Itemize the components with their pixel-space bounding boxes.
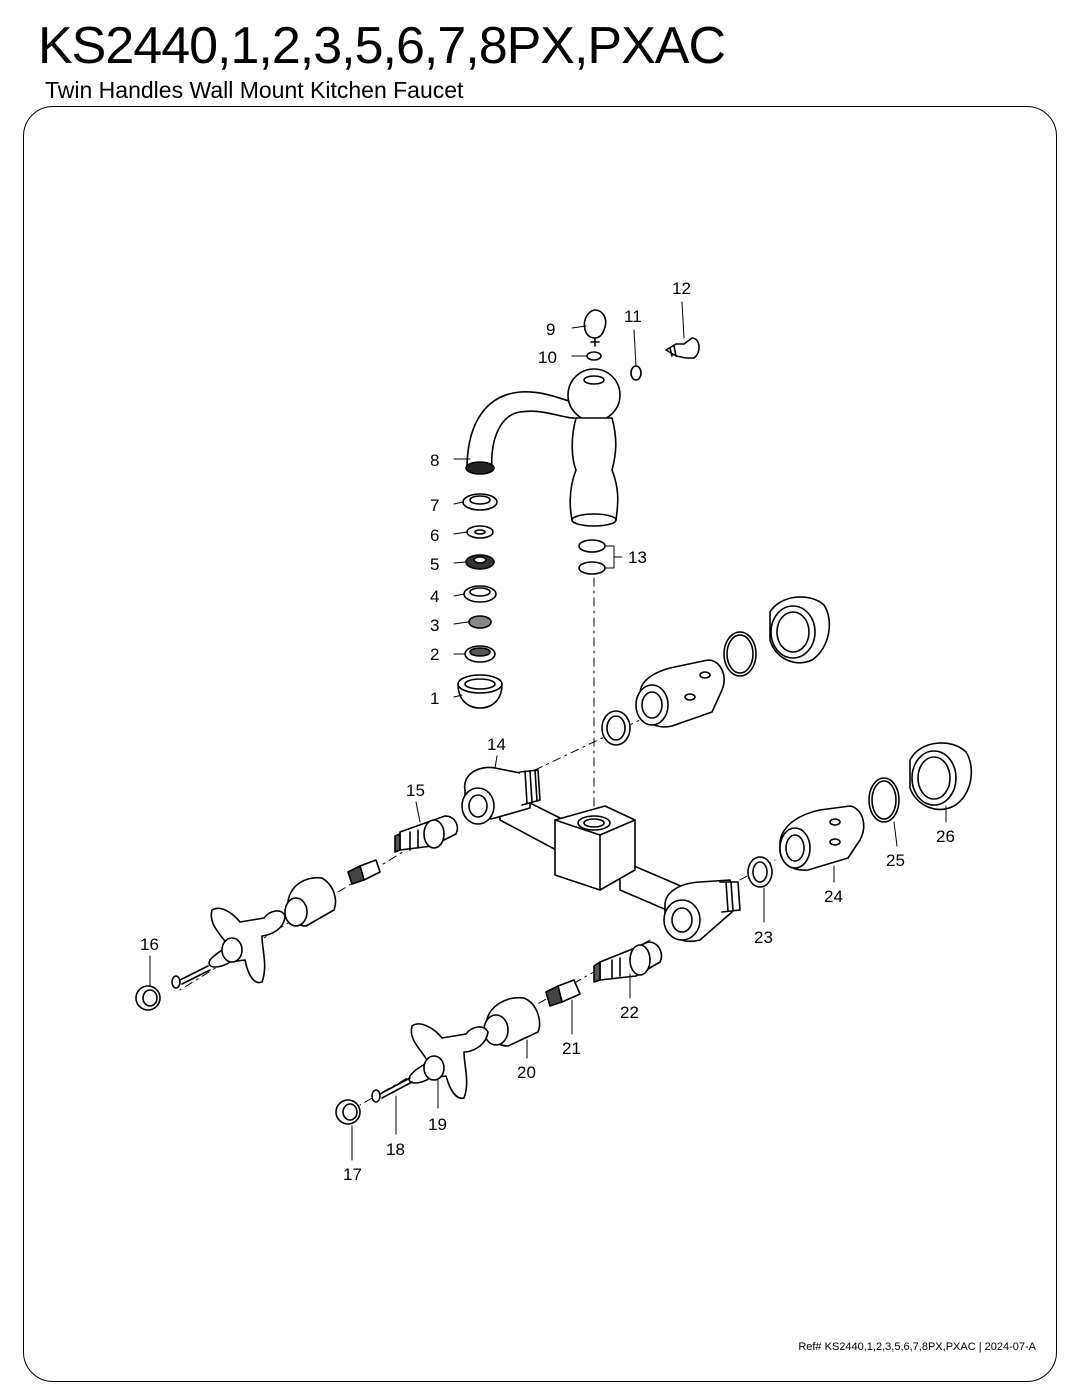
finial-9 (583, 309, 607, 347)
lower-wall-connector (747, 742, 973, 888)
callout-15: 15 (406, 781, 425, 800)
callout-5: 5 (430, 555, 439, 574)
callout-9: 9 (546, 320, 555, 339)
callout-14: 14 (487, 735, 506, 754)
callout-18: 18 (386, 1140, 405, 1159)
callout-4: 4 (430, 587, 439, 606)
callout-23: 23 (754, 928, 773, 947)
o-ring-13b (578, 561, 606, 575)
part-3 (468, 615, 492, 629)
callout-20: 20 (517, 1063, 536, 1082)
callout-6: 6 (430, 526, 439, 545)
reference-number: Ref# KS2440,1,2,3,5,6,7,8PX,PXAC | 2024-… (798, 1341, 1036, 1353)
callout-16: 16 (140, 935, 159, 954)
o-ring-13a (578, 539, 606, 553)
callout-17: 17 (343, 1165, 362, 1184)
model-title: KS2440,1,2,3,5,6,7,8PX,PXAC (38, 17, 726, 75)
callout-11: 11 (624, 307, 642, 326)
o-ring-11 (630, 365, 642, 381)
callout-7: 7 (430, 496, 439, 515)
callout-3: 3 (430, 616, 439, 635)
callout-19: 19 (428, 1115, 447, 1134)
leader-lines (149, 301, 947, 1161)
callout-22: 22 (620, 1003, 639, 1022)
callout-labels: 1 2 3 4 5 6 7 8 9 10 11 12 13 14 15 16 1… (140, 279, 955, 1184)
screw-18 (379, 1077, 411, 1095)
diagram-frame (23, 106, 1057, 1382)
faucet-body-14 (461, 766, 741, 942)
upper-wall-connector (601, 596, 831, 746)
callout-21: 21 (562, 1039, 581, 1058)
left-handle-group (135, 815, 459, 1011)
aerator-stack (457, 493, 503, 709)
product-subtitle: Twin Handles Wall Mount Kitchen Faucet (45, 77, 464, 103)
callout-1: 1 (430, 689, 439, 708)
washer-10 (586, 351, 602, 361)
callout-26: 26 (936, 827, 955, 846)
spout-8 (465, 368, 621, 527)
right-handle-group (335, 941, 663, 1125)
callout-2: 2 (430, 645, 439, 664)
cross-handle-19 (408, 1023, 489, 1100)
callout-25: 25 (886, 851, 905, 870)
callout-8: 8 (430, 451, 439, 470)
callout-12: 12 (672, 279, 691, 298)
callout-13: 13 (628, 548, 647, 567)
callout-10: 10 (538, 348, 557, 367)
callout-24: 24 (824, 887, 843, 906)
cap-12 (665, 337, 700, 359)
